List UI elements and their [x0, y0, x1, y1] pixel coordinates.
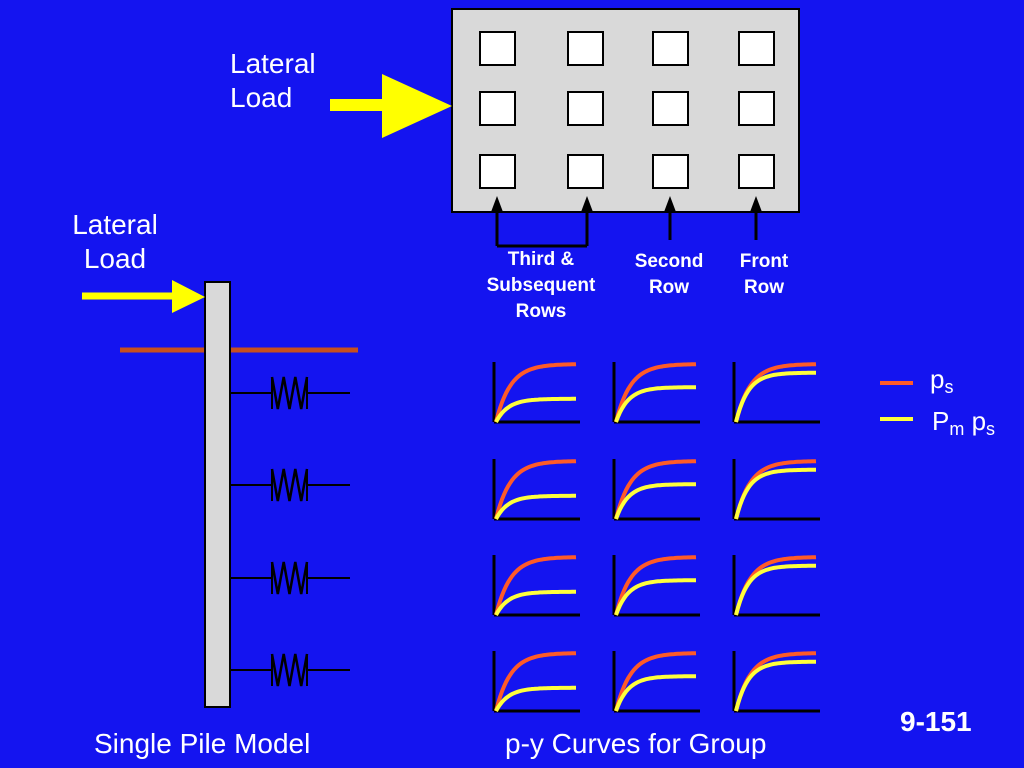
side-load-arrow — [82, 280, 205, 313]
pm-ps-curve — [614, 578, 696, 616]
group-pile — [738, 31, 775, 66]
soil-spring — [231, 376, 350, 410]
legend-pmps-label: Pm ps — [932, 406, 995, 440]
second-row-label: Second Row — [622, 249, 716, 301]
group-pile — [652, 91, 689, 126]
pile-group-grid — [479, 31, 775, 189]
py-curve-panel — [492, 459, 580, 521]
front-row-label: Front Row — [723, 249, 805, 301]
pm-ps-curve — [734, 467, 816, 520]
ps-curve — [494, 362, 577, 423]
side-load-label-line: Load — [83, 243, 147, 274]
legend-pmps-sub: m — [949, 419, 965, 439]
third-row-label: Third & Subsequent Rows — [470, 247, 612, 325]
legend-ps-sub: s — [944, 377, 954, 397]
ps-curve — [614, 555, 697, 616]
group-pile — [652, 31, 689, 66]
py-curve-panel — [732, 362, 820, 424]
legend-pmps-main: P — [932, 406, 950, 436]
slide-number: 9-151 — [900, 706, 972, 737]
group-pile — [479, 31, 516, 66]
ps-curve — [494, 651, 577, 712]
top-load-label: Lateral Load — [230, 47, 316, 115]
side-load-label-line: Lateral — [72, 209, 158, 240]
group-pile — [479, 154, 516, 189]
legend-pmps-tail: p — [971, 406, 987, 436]
single-pile-caption: Single Pile Model — [94, 728, 311, 759]
soil-spring — [231, 468, 350, 502]
ps-curve — [494, 555, 577, 616]
top-load-label-line: Load — [230, 82, 293, 113]
pm-ps-curve — [734, 563, 816, 616]
soil-spring — [231, 561, 350, 595]
third-row-label-line: Rows — [515, 301, 567, 322]
py-curve-panel — [732, 555, 820, 617]
py-curve-panel — [492, 362, 580, 424]
legend-pmps-tail-sub: s — [986, 419, 996, 439]
py-curve-panel — [732, 459, 820, 521]
pm-ps-curve — [614, 482, 696, 520]
side-load-label: Lateral Load — [62, 208, 168, 276]
group-pile — [652, 154, 689, 189]
group-pile — [567, 31, 604, 66]
py-curves-grid — [492, 362, 820, 713]
pm-ps-curve — [494, 589, 576, 616]
second-row-label-line: Second — [634, 251, 704, 272]
group-pile — [738, 154, 775, 189]
front-row-label-line: Front — [739, 251, 789, 272]
front-row-arrow — [750, 196, 762, 240]
soil-spring — [231, 653, 350, 687]
py-curve-panel — [612, 651, 700, 713]
legend-ps-main: p — [930, 364, 945, 394]
group-pile — [567, 91, 604, 126]
ps-curve — [614, 362, 697, 423]
front-row-label-line: Row — [743, 277, 785, 298]
pm-ps-curve — [494, 396, 576, 423]
pm-ps-curve — [614, 385, 696, 423]
ps-curve — [494, 459, 577, 520]
third-row-label-line: Subsequent — [486, 275, 596, 296]
pm-ps-curve — [734, 370, 816, 423]
py-curve-panel — [612, 362, 700, 424]
py-curve-panel — [732, 651, 820, 713]
group-curves-caption: p-y Curves for Group — [505, 728, 767, 759]
second-row-label-line: Row — [648, 277, 690, 298]
group-pile — [479, 91, 516, 126]
legend-ps-label: ps — [930, 364, 953, 398]
pm-ps-curve — [494, 493, 576, 520]
single-pile — [204, 281, 231, 708]
soil-springs — [231, 376, 350, 687]
py-curve-panel — [612, 459, 700, 521]
second-row-arrow — [664, 196, 676, 240]
group-pile — [567, 154, 604, 189]
py-curve-panel — [612, 555, 700, 617]
top-load-arrow — [330, 74, 452, 138]
pm-ps-curve — [494, 685, 576, 712]
top-load-label-line: Lateral — [230, 48, 316, 79]
pm-ps-curve — [734, 659, 816, 712]
py-curve-panel — [492, 651, 580, 713]
ps-curve — [614, 651, 697, 712]
third-row-bracket — [491, 196, 593, 248]
ps-curve — [614, 459, 697, 520]
py-curve-panel — [492, 555, 580, 617]
third-row-label-line: Third & — [507, 249, 575, 270]
group-pile — [738, 91, 775, 126]
pm-ps-curve — [614, 674, 696, 712]
